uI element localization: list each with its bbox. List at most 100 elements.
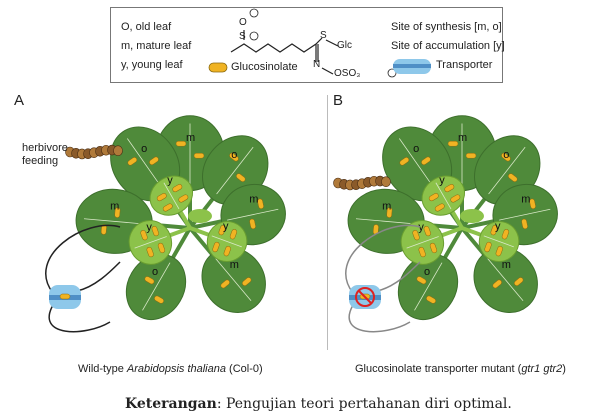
legend-mature-leaf: m, mature leaf <box>121 40 192 52</box>
glucosinolate-icon <box>418 246 426 258</box>
young-leaf <box>189 221 248 262</box>
footer-text: : Pengujian teori pertahanan diri optima… <box>216 396 512 412</box>
leaf-label: y <box>495 220 501 232</box>
glucosinolate-icon <box>178 194 189 203</box>
glucosinolate-icon <box>229 152 239 162</box>
leaf-label: m <box>186 132 195 144</box>
caption-b-post: ) <box>562 363 566 375</box>
shoot-apex <box>188 209 212 223</box>
glucosinolate-icon <box>450 194 461 203</box>
panel-a-letter: A <box>14 92 25 109</box>
glucosinolate-icon <box>423 225 431 237</box>
legend-box: O, old leaf m, mature leaf y, young leaf… <box>110 7 505 83</box>
caption-a-pre: Wild-type <box>78 363 127 375</box>
glucosinolate-icon <box>428 193 439 202</box>
glucosinolate-icon <box>447 140 459 147</box>
glucosinolate-icon <box>172 184 183 193</box>
glucosinolate-icon <box>220 279 230 289</box>
glucosinolate-icon <box>484 241 492 253</box>
leaf-label: o <box>152 266 158 278</box>
glucosinolate-icon <box>154 295 164 304</box>
leaf-label: m <box>521 194 530 206</box>
chem-o: O <box>239 17 247 28</box>
glucosinolate-icon <box>146 246 154 258</box>
glucosinolate-structure <box>208 8 431 78</box>
glucosinolate-icon <box>193 152 205 159</box>
leaf-label: m <box>458 132 467 144</box>
legend-old-leaf: O, old leaf <box>121 21 172 33</box>
glucosinolate-icon <box>127 157 138 166</box>
leaf-label: y <box>146 221 152 233</box>
glucosinolate-icon <box>386 207 393 218</box>
glucosinolate-icon <box>521 218 528 230</box>
legend-transporter: Transporter <box>436 59 493 71</box>
legend-synthesis: Site of synthesis [m, o] <box>391 21 502 33</box>
caterpillar-icon <box>65 144 123 160</box>
rosette-a: m o o m m o m y y y <box>45 115 286 333</box>
glucosinolate-icon <box>162 203 173 212</box>
caption-a: Wild-type Arabidopsis thaliana (Col-0) <box>78 363 263 375</box>
glucosinolate-icon <box>465 152 477 159</box>
chem-oso3: OSO₃ <box>334 68 361 79</box>
glucosinolate-icon <box>514 277 524 286</box>
leaf-label: m <box>230 259 239 271</box>
caption-a-post: (Col-0) <box>225 363 263 375</box>
chem-s2: S <box>320 30 327 41</box>
glucosinolate-icon <box>156 193 167 202</box>
caption-b: Glucosinolate transporter mutant (gtr1 g… <box>355 363 566 375</box>
glucosinolate-icon <box>444 184 455 193</box>
leaf-label: m <box>382 200 391 212</box>
glucosinolate-icon <box>490 225 498 236</box>
blocked-icon <box>355 287 375 307</box>
caption-a-italic: Arabidopsis thaliana <box>126 363 226 375</box>
glucosinolate-icon <box>140 230 148 241</box>
glucosinolate-icon <box>495 246 503 257</box>
glucosinolate-icon <box>144 276 155 285</box>
chem-glc: Glc <box>337 40 352 51</box>
leaf-label: y <box>418 221 424 233</box>
transport-arrow <box>45 224 121 294</box>
glucosinolate-icon <box>508 173 518 182</box>
leaf-label: o <box>424 266 430 278</box>
glucosinolate-icon <box>236 173 246 182</box>
glucosinolate-icon <box>114 207 121 218</box>
legend-accumulation: Site of accumulation [y] <box>391 40 505 52</box>
glucosinolate-icon <box>229 229 238 240</box>
transport-arrow <box>76 261 121 292</box>
glucosinolate-icon <box>151 225 159 237</box>
leaf-label: m <box>502 259 511 271</box>
young-leaf <box>421 175 466 229</box>
chem-s: S <box>239 31 246 42</box>
transport-arrow <box>348 304 411 333</box>
glucosinolate-icon <box>416 276 427 285</box>
glucosinolate-icon <box>218 225 226 236</box>
glucosinolate-icon <box>212 241 220 253</box>
legend-young-leaf: y, young leaf <box>121 59 183 71</box>
leaf-label: o <box>231 149 237 161</box>
glucosinolate-icon <box>501 229 510 240</box>
glucosinolate-icon <box>434 203 445 212</box>
glucosinolate-icon <box>175 140 187 147</box>
transport-arrow <box>345 224 421 294</box>
glucosinolate-icon <box>100 224 107 235</box>
glucosinolate-icon <box>149 156 159 166</box>
young-leaf <box>461 221 520 262</box>
chem-n: N <box>313 59 321 70</box>
footer-bold: Keterangan <box>125 396 217 412</box>
shoot-apex <box>460 209 484 223</box>
mature-leaf <box>397 227 464 320</box>
leaf-label: o <box>141 143 147 155</box>
leaf-label: y <box>167 175 173 187</box>
glucosinolate-icon <box>242 277 252 286</box>
leaf-label: m <box>110 200 119 212</box>
glucosinolate-icon <box>399 157 410 166</box>
leaf-label: m <box>249 194 258 206</box>
panel-divider <box>327 95 328 350</box>
glucosinolate-icon <box>208 62 228 73</box>
panel-b-letter: B <box>333 92 344 109</box>
glucosinolate-icon <box>421 156 431 166</box>
leaf-label: y <box>223 220 229 232</box>
